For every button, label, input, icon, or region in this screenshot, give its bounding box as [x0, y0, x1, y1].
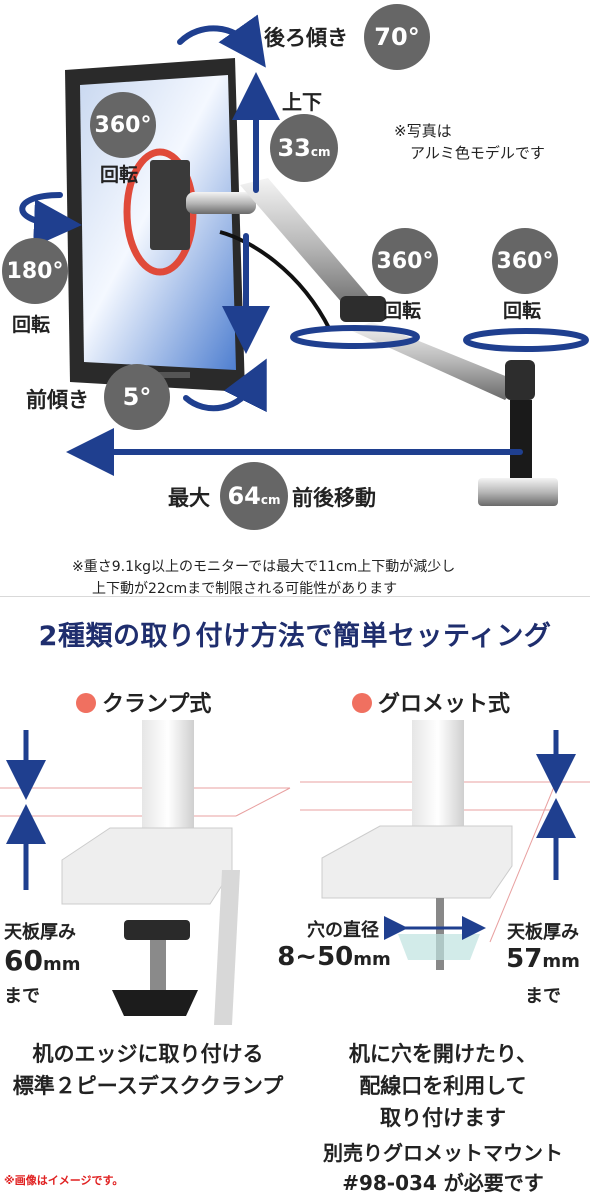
grommet-mount-line2: #98-034 が必要です [342, 1171, 544, 1195]
grommet-desc-line1: 机に穴を開けたり、 [348, 1042, 538, 1066]
clamp-image [0, 720, 291, 1025]
grommet-image [300, 720, 590, 970]
monitor-arm-image [186, 178, 558, 506]
extension-prefix: 最大 [168, 486, 210, 510]
grommet-thickness-label: 天板厚み [507, 922, 579, 943]
weight-note-line2: 上下動が22cmまで制限される可能性があります [92, 581, 398, 597]
tilt-back-label: 後ろ傾き [264, 26, 348, 50]
grommet-desc-line3: 取り付けます [380, 1106, 506, 1130]
extension-suffix: 前後移動 [292, 486, 376, 510]
clamp-bullet-icon [76, 693, 96, 713]
joint-rotation-arrow-2 [463, 328, 589, 352]
joint-rotation-1-badge: 360° [372, 228, 438, 294]
photo-note-line2: アルミ色モデルです [410, 144, 545, 162]
monitor-rotation-label: 回転 [100, 164, 139, 186]
tilt-back-arrow [177, 14, 266, 68]
image-footnote: ※画像はイメージです。 [4, 1174, 124, 1187]
grommet-thickness-value: 57mm [500, 944, 586, 974]
weight-note-line1: ※重さ9.1kg以上のモニターでは最大で11cm上下動が減少し [72, 559, 456, 575]
up-down-label: 上下 [282, 90, 322, 114]
mounting-illustration [0, 720, 590, 1025]
clamp-thickness-number: 60 [4, 944, 43, 977]
up-down-value: 33 [277, 134, 311, 162]
tilt-back-badge: 70° [364, 4, 430, 70]
joint-rotation-1-label: 回転 [383, 300, 422, 322]
grommet-mount-line1: 別売りグロメットマウント [323, 1141, 563, 1165]
monitor-rotation-badge: 360° [90, 92, 156, 158]
left-rotation-value: 180° [6, 258, 64, 284]
monitor-rotation-value: 360° [94, 112, 152, 138]
mounting-headline: 2種類の取り付け方法で簡単セッティング [38, 621, 552, 652]
left-rotation-label: 回転 [12, 314, 51, 336]
grommet-thickness-number: 57 [506, 944, 543, 974]
hole-diameter-unit: mm [353, 949, 391, 970]
joint-rotation-2-badge: 360° [492, 228, 558, 294]
grommet-description: 机に穴を開けたり、 配線口を利用して 取り付けます [296, 1038, 590, 1134]
grommet-title: グロメット式 [352, 686, 510, 718]
clamp-title-text: クランプ式 [102, 692, 212, 717]
hole-diameter-number: 8~50 [277, 942, 354, 972]
left-rotation-arrow [19, 192, 82, 247]
clamp-thickness-value: 60mm [4, 944, 80, 977]
grommet-title-text: グロメット式 [378, 692, 511, 717]
joint-rotation-1-value: 360° [376, 248, 434, 274]
extension-value: 64 [227, 482, 261, 510]
hole-diameter-label: 穴の直径 [307, 920, 379, 941]
section-divider [0, 596, 590, 597]
clamp-title: クランプ式 [76, 686, 211, 718]
tilt-forward-badge: 5° [104, 364, 170, 430]
photo-note-line1: ※写真は [394, 122, 452, 140]
tilt-forward-value: 5° [122, 383, 152, 411]
joint-rotation-2-label: 回転 [503, 300, 542, 322]
grommet-bullet-icon [352, 693, 372, 713]
hole-diameter-value: 8~50mm [276, 942, 392, 972]
clamp-thickness-suffix: まで [4, 986, 40, 1007]
clamp-thickness-unit: mm [42, 954, 81, 975]
grommet-desc-line2: 配線口を利用して [359, 1074, 527, 1098]
clamp-desc-line1: 机のエッジに取り付ける [32, 1042, 264, 1066]
left-rotation-badge: 180° [2, 238, 68, 304]
grommet-thickness-suffix: まで [525, 986, 561, 1007]
tilt-forward-arrow [183, 358, 267, 413]
grommet-thickness-unit: mm [542, 951, 580, 972]
grommet-mount-note: 別売りグロメットマウント #98-034 が必要です [296, 1138, 590, 1198]
clamp-description: 机のエッジに取り付ける 標準２ピースデスククランプ [0, 1038, 296, 1102]
tilt-forward-label: 前傾き [26, 388, 89, 412]
joint-rotation-arrow-1 [290, 325, 420, 349]
joint-rotation-2-value: 360° [496, 248, 554, 274]
clamp-desc-line2: 標準２ピースデスククランプ [12, 1074, 284, 1098]
clamp-thickness-label: 天板厚み [4, 922, 76, 943]
extension-unit: cm [260, 493, 281, 507]
tilt-back-value: 70° [374, 23, 420, 51]
up-down-unit: cm [310, 145, 331, 159]
